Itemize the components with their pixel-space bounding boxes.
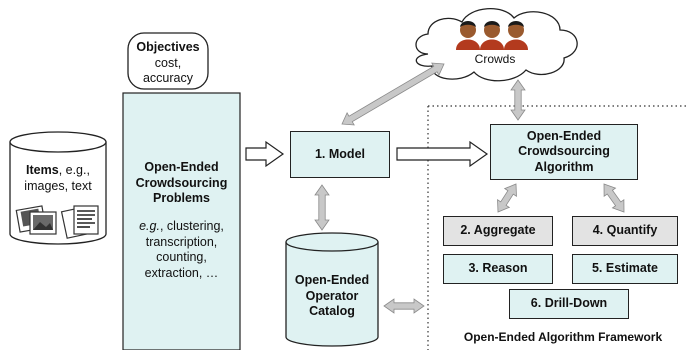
objectives-line2: accuracy [142, 71, 194, 86]
items-rest: , e.g., [58, 163, 90, 177]
drilldown-box: 6. Drill-Down [509, 289, 629, 319]
items-label: Items, e.g., images, text [12, 163, 104, 194]
model-to-algorithm-arrow [396, 140, 489, 168]
estimate-label: 5. Estimate [591, 261, 658, 276]
items-title: Items [26, 163, 59, 177]
person-icon [456, 21, 480, 50]
problems-title-line: Crowdsourcing [135, 175, 228, 190]
reason-label: 3. Reason [468, 261, 528, 276]
model-catalog-arrow [314, 184, 330, 231]
quantify-label: 4. Quantify [592, 223, 658, 238]
problems-label: Open-Ended Crowdsourcing Problems e.g., … [123, 160, 240, 281]
drilldown-label: 6. Drill-Down [530, 296, 608, 311]
catalog-cylinder [285, 232, 379, 347]
objectives-line1: cost, [154, 55, 182, 70]
estimate-box: 5. Estimate [572, 254, 678, 284]
framework-label: Open-Ended Algorithm Framework [463, 330, 663, 344]
person-icon [504, 21, 528, 50]
algorithm-label-line: Open-Ended [526, 128, 602, 143]
problems-example-line: counting, [156, 250, 207, 265]
objectives-label: Objectives cost, accuracy [128, 40, 208, 87]
reason-box: 3. Reason [443, 254, 553, 284]
algorithm-box: Open-Ended Crowdsourcing Algorithm [490, 124, 638, 180]
items-line2: images, text [24, 178, 92, 193]
problems-example-prefix: e.g. [139, 218, 160, 233]
algorithm-label-line: Algorithm [534, 159, 594, 174]
problems-example-line: , clustering, [159, 218, 224, 233]
images-icon [15, 205, 57, 235]
catalog-label-line: Operator [305, 288, 359, 303]
problems-to-model-arrow [245, 140, 285, 168]
aggregate-box: 2. Aggregate [443, 216, 553, 246]
problems-title-line: Problems [153, 191, 210, 206]
problems-example-line: transcription, [145, 234, 218, 249]
algorithm-quantify-arrow [603, 183, 625, 213]
objectives-box [127, 32, 209, 90]
framework-border [427, 105, 686, 350]
crowds-algorithm-arrow [510, 79, 526, 121]
problems-title-line: Open-Ended [144, 160, 219, 174]
catalog-label-line: Open-Ended [294, 273, 370, 287]
aggregate-label: 2. Aggregate [460, 223, 536, 238]
algorithm-label-line: Crowdsourcing [518, 144, 610, 159]
model-label: 1. Model [314, 146, 365, 161]
objectives-title: Objectives [136, 40, 200, 54]
quantify-box: 4. Quantify [572, 216, 678, 246]
problems-column-box [122, 92, 241, 350]
person-icon [480, 21, 504, 50]
catalog-label: Open-Ended Operator Catalog [286, 273, 378, 320]
crowds-label: Crowds [474, 52, 516, 66]
catalog-label-line: Catalog [309, 304, 355, 319]
model-box: 1. Model [290, 131, 390, 178]
model-crowds-arrow [341, 62, 445, 126]
problems-example-line: extraction, … [144, 265, 219, 280]
catalog-framework-arrow [383, 298, 425, 314]
items-cylinder [9, 131, 107, 245]
algorithm-aggregate-arrow [497, 183, 517, 213]
double-arrows [314, 62, 625, 314]
text-documents-icon [60, 205, 99, 239]
